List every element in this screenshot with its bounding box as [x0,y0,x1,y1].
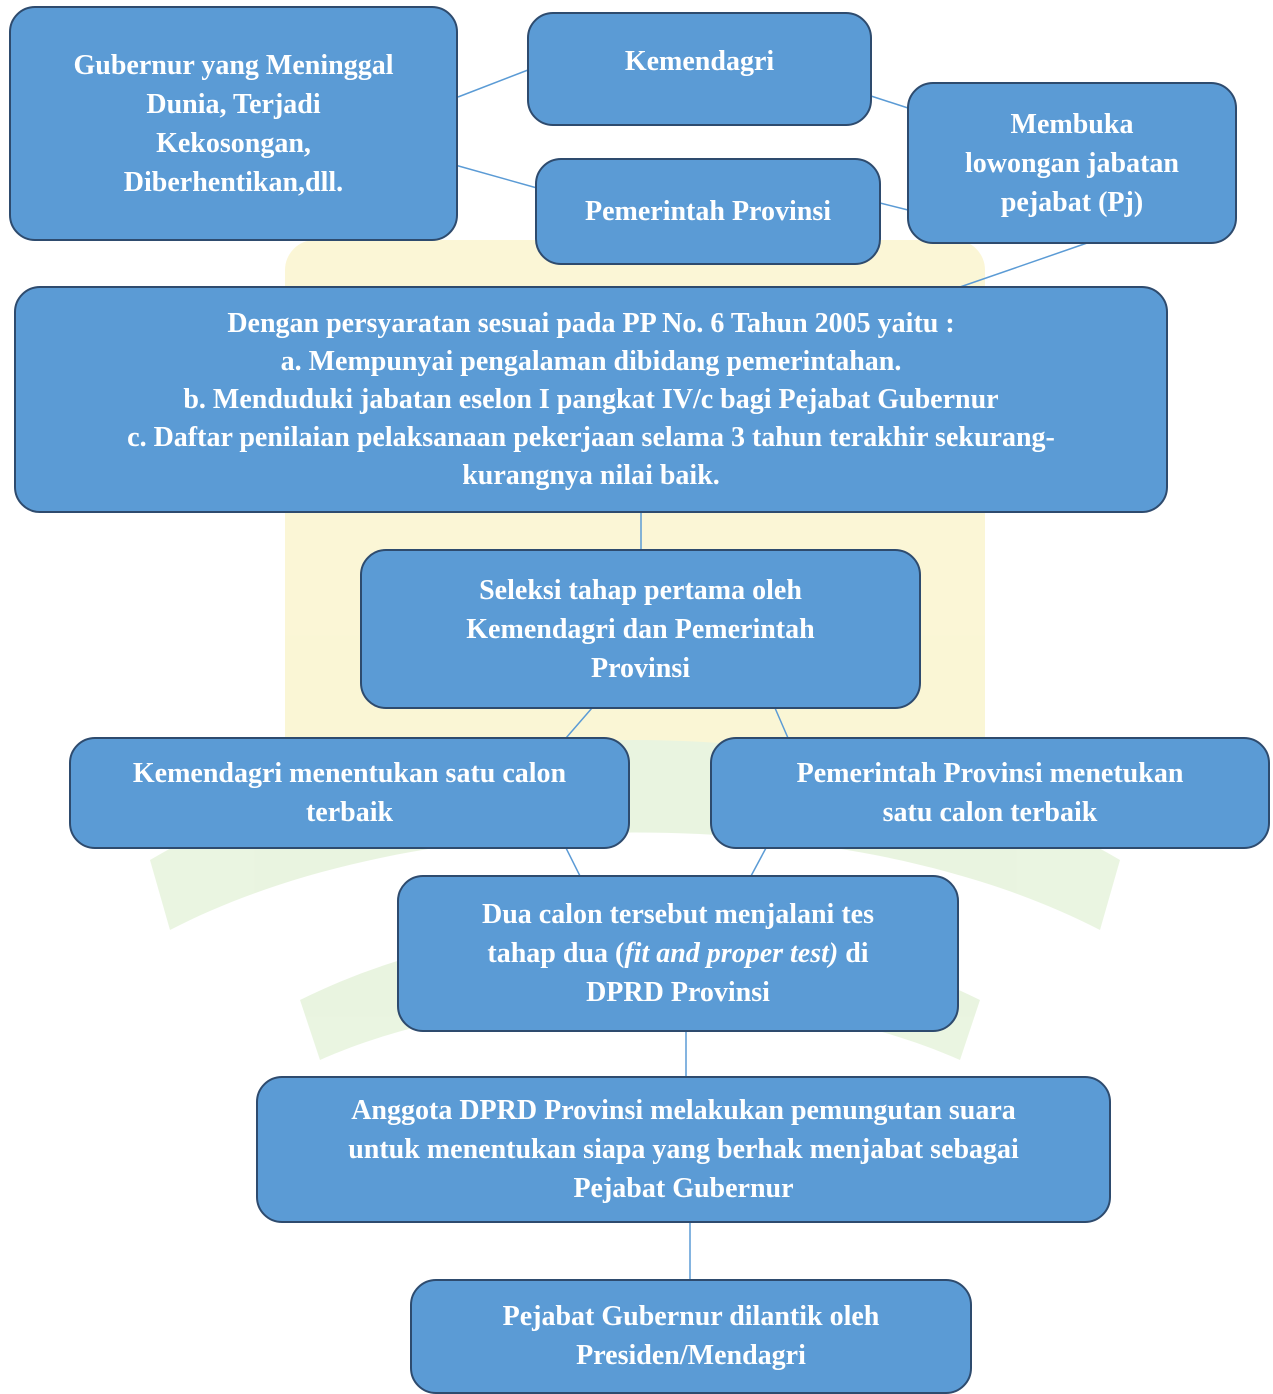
kemendagri-box: Kemendagri [527,12,872,126]
connector [565,707,593,739]
seleksi-pertama-box: Seleksi tahap pertama oleh Kemendagri da… [360,549,921,709]
node-text-line: Membuka [1010,108,1134,140]
pemprov-calon-box: Pemerintah Provinsi menetukan satu calon… [710,737,1270,849]
connector [454,164,538,189]
node-text-line: satu calon terbaik [882,797,1098,828]
node-text-line: tahap dua (fit and proper test) di [487,934,868,973]
connector [774,707,789,739]
node-text-line: Presiden/Mendagri [576,1340,806,1371]
connector [750,847,767,877]
connector [565,847,581,877]
persyaratan-box: Dengan persyaratan sesuai pada PP No. 6 … [14,286,1168,513]
node-text-italic: fit and proper test) [624,938,839,969]
node-text-line: kurangnya nilai baik. [462,459,720,491]
node-text-line: Kemendagri [624,46,775,77]
node-text-line: Pejabat Gubernur [573,1173,794,1204]
node-text-line: Pejabat Gubernur dilantik oleh [502,1301,880,1332]
pelantikan-box: Pejabat Gubernur dilantik oleh Presiden/… [410,1279,972,1394]
node-text-line: Anggota DPRD Provinsi melakukan pemungut… [351,1095,1016,1126]
node-text-line: terbaik [305,797,394,828]
node-text-line: Kemendagri menentukan satu calon [132,758,567,789]
gubernur-vacancy-box: Gubernur yang Meninggal Dunia, Terjadi K… [9,6,458,241]
node-text-line: a. Mempunyai pengalaman dibidang pemerin… [280,345,902,377]
node-text-line: b. Menduduki jabatan eselon I pangkat IV… [183,383,999,415]
node-text-line: Pemerintah Provinsi [584,196,831,227]
connector [879,202,909,211]
node-text-line: Seleksi tahap pertama oleh [479,574,802,606]
connector [870,95,909,109]
node-text-line: Kekosongan, [156,127,311,159]
node-text-segment: tahap dua ( [487,938,625,969]
node-text-line: Pemerintah Provinsi menetukan [796,758,1184,789]
connector [457,69,529,98]
node-text-line: Dua calon tersebut menjalani tes [482,899,874,930]
node-text-line: untuk menentukan siapa yang berhak menja… [348,1134,1019,1165]
node-text-line: pejabat (Pj) [1000,186,1144,218]
node-text-line: c. Daftar penilaian pelaksanaan pekerjaa… [127,421,1055,453]
node-text-line: Gubernur yang Meninggal [73,49,394,81]
pemerintah-provinsi-box: Pemerintah Provinsi [535,158,881,265]
tes-tahap-dua-box: Dua calon tersebut menjalani tes tahap d… [397,875,959,1032]
node-text-line: lowongan jabatan [965,147,1179,179]
connector [959,241,1091,288]
node-text-line: Kemendagri dan Pemerintah [466,613,815,645]
node-text-segment: di [838,938,869,969]
node-text-line: Provinsi [590,652,691,684]
pemungutan-suara-box: Anggota DPRD Provinsi melakukan pemungut… [256,1076,1111,1223]
node-text-line: Dunia, Terjadi [146,88,321,120]
kemendagri-calon-box: Kemendagri menentukan satu calon terbaik [69,737,630,849]
node-text-line: DPRD Provinsi [586,977,770,1008]
node-text-line: Dengan persyaratan sesuai pada PP No. 6 … [227,307,955,339]
node-text-line: Diberhentikan,dll. [123,166,344,198]
membuka-lowongan-box: Membuka lowongan jabatan pejabat (Pj) [907,82,1237,244]
